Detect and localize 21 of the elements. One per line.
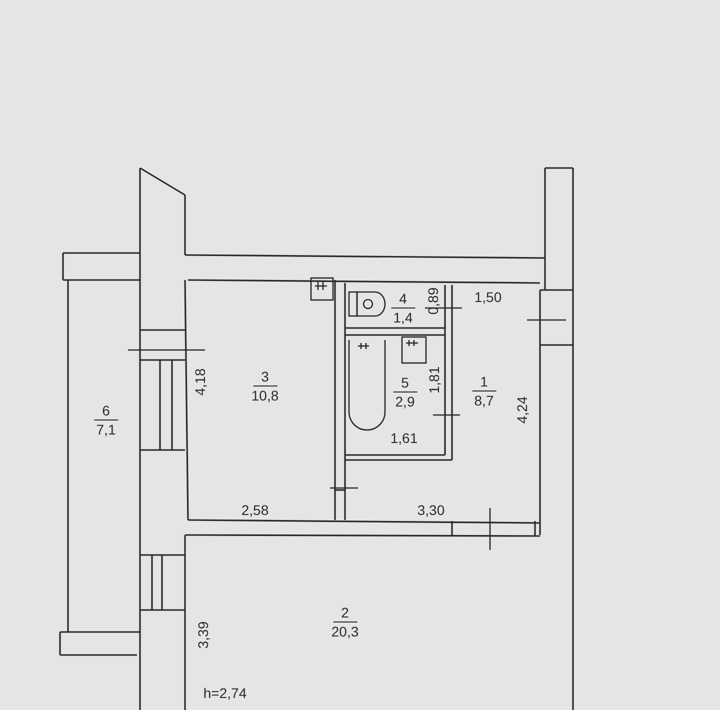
room-area: 2,9 [391, 392, 419, 410]
room-area: 7,1 [92, 420, 120, 438]
room-number: 1 [472, 372, 496, 392]
room-number: 3 [253, 368, 277, 386]
room-number: 5 [393, 374, 417, 392]
dimension-label: 1,81 [426, 366, 442, 394]
dimension-label: h=2,74 [203, 685, 247, 701]
room-number: 6 [94, 402, 118, 420]
room-number: 4 [391, 290, 415, 308]
dimension-label: 1,50 [474, 289, 502, 305]
room-area: 20,3 [327, 622, 363, 640]
room-area: 8,7 [470, 392, 498, 410]
dimension-label: 3,39 [195, 621, 211, 649]
dimension-label: 4,18 [192, 368, 208, 396]
room-area: 10,8 [247, 386, 283, 404]
room-number: 2 [333, 604, 357, 622]
room-area: 1,4 [389, 308, 417, 326]
dimension-label: 2,58 [241, 502, 269, 518]
dimension-label: 1,61 [390, 430, 418, 446]
dimension-label: 3,30 [417, 502, 445, 518]
dimension-label: 4,24 [514, 396, 530, 424]
